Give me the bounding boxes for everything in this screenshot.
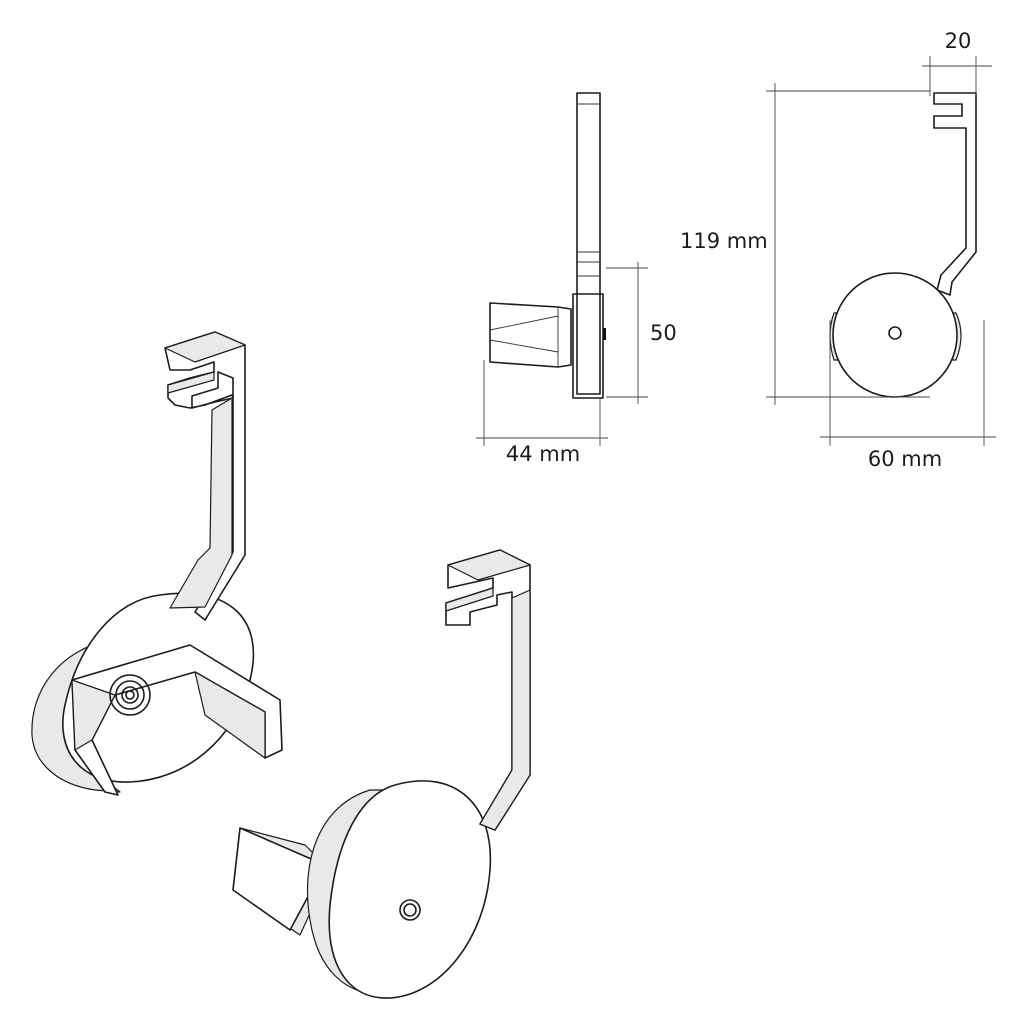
isometric-view-back xyxy=(31,331,283,796)
hook-width-dimension: 20 xyxy=(922,29,992,96)
isometric-view-front xyxy=(232,549,531,999)
height-dimension: 119 mm xyxy=(680,83,930,405)
side-view xyxy=(489,92,606,399)
hook-width-label: 20 xyxy=(945,29,972,53)
disc-offset-dimension: 50 xyxy=(606,262,677,404)
front-view xyxy=(829,92,977,398)
width-dimension: 60 mm xyxy=(820,320,996,471)
width-label: 60 mm xyxy=(868,447,942,471)
height-label: 119 mm xyxy=(680,229,768,253)
disc-offset-label: 50 xyxy=(650,321,677,345)
depth-dimension: 44 mm xyxy=(476,360,608,466)
depth-label: 44 mm xyxy=(506,442,580,466)
